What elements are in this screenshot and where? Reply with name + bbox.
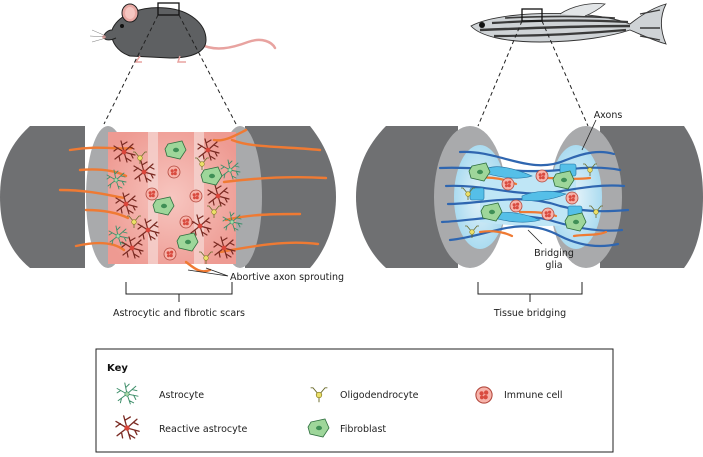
legend-key: Key Astrocyte Reactive astrocyte Oligode… xyxy=(95,348,614,453)
key-item-immune-cell: Immune cell xyxy=(475,386,563,404)
zoom-lines xyxy=(103,14,589,127)
zebrafish-bridge-bracket xyxy=(477,282,583,302)
key-item-label: Astrocyte xyxy=(159,390,204,401)
mouse-scar-label: Astrocytic and fibrotic scars xyxy=(113,308,245,319)
key-item-label: Immune cell xyxy=(504,390,563,401)
immune-cell-icon xyxy=(475,386,493,404)
key-item-oligodendrocyte: Oligodendrocyte xyxy=(310,387,419,403)
mouse-illustration xyxy=(89,2,277,63)
mouse-spinal-cord-segment: Abortive axon sprouting Astrocytic and f… xyxy=(0,126,344,319)
key-item-astrocyte: Astrocyte xyxy=(116,382,204,405)
zebrafish-injury-site-box xyxy=(521,8,543,22)
tissue-bridging-label: Tissue bridging xyxy=(493,308,566,319)
axons-label: Axons xyxy=(594,110,623,121)
key-item-fibroblast: Fibroblast xyxy=(307,418,386,438)
mouse-scar-bracket xyxy=(125,282,233,302)
bridging-glia-label-line2: glia xyxy=(545,260,562,271)
abortive-sprouting-label: Abortive axon sprouting xyxy=(230,272,344,283)
key-item-label: Oligodendrocyte xyxy=(340,390,419,401)
key-item-label: Fibroblast xyxy=(340,424,386,435)
zebrafish-spinal-cord-segment: Axons Bridging glia Tissue bridging xyxy=(356,110,703,319)
bridging-glia-label-line1: Bridging xyxy=(534,248,574,259)
mouse-injury-site-box xyxy=(157,2,180,16)
key-item-reactive-astrocyte: Reactive astrocyte xyxy=(115,415,247,440)
key-title: Key xyxy=(107,363,128,374)
key-item-label: Reactive astrocyte xyxy=(159,424,247,435)
zebrafish-illustration xyxy=(470,3,667,45)
